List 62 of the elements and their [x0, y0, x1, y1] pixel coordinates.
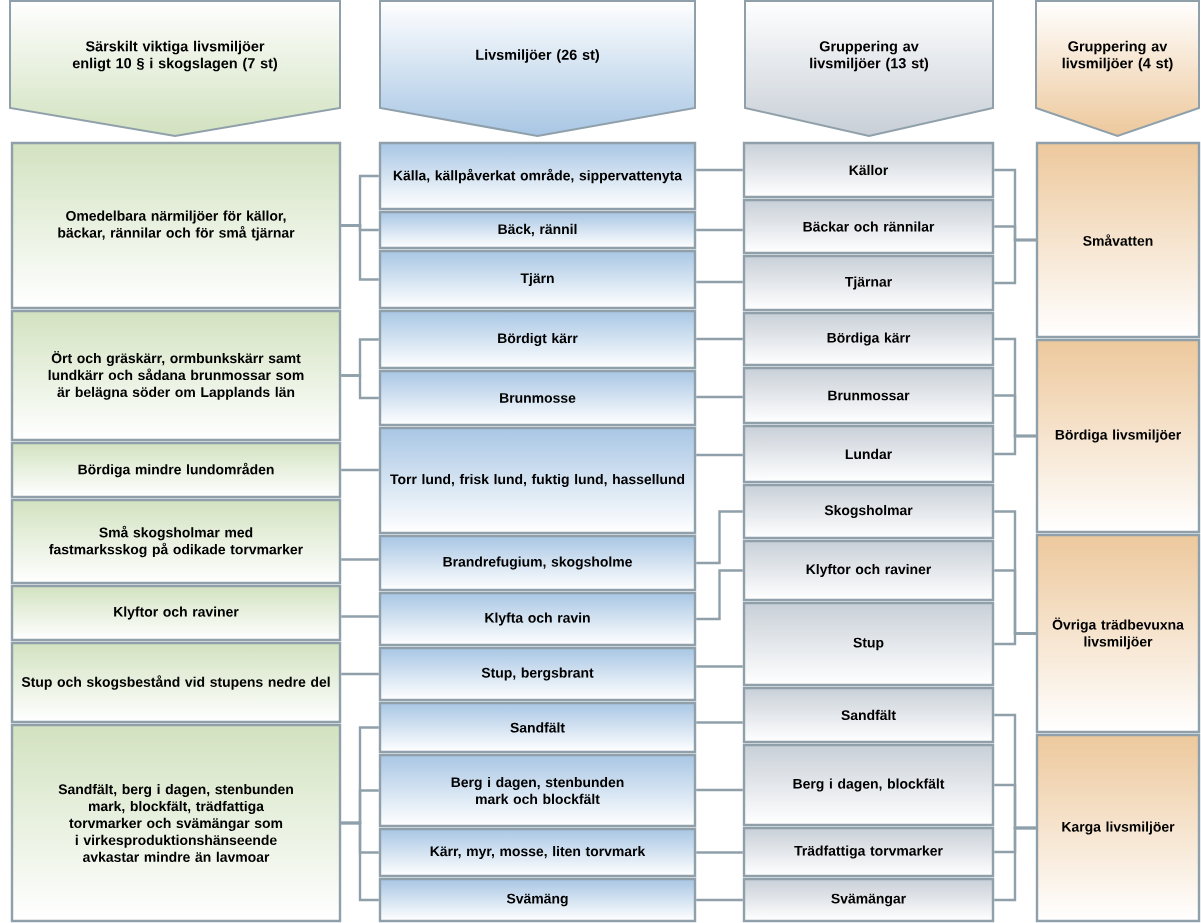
category-box: Klyftor och raviner: [10, 584, 342, 642]
category-box: Skogsholmar: [742, 483, 995, 540]
category-box: Klyftor och raviner: [742, 539, 995, 602]
connector-line: [696, 228, 743, 232]
category-box: Klyfta och ravin: [378, 591, 697, 647]
category-box: Övriga trädbevuxna livsmiljöer: [1035, 533, 1201, 734]
connector-line: [696, 337, 743, 341]
category-box: Bäck, rännil: [378, 210, 697, 250]
category-box: Brunmosse: [378, 369, 697, 427]
connector-line: [994, 632, 1036, 646]
connector-line: [994, 238, 1036, 285]
category-box: Bördiga mindre lundområden: [10, 441, 342, 499]
category-box: Små skogsholmar med fastmarksskog på odikade torvmarker: [10, 498, 342, 585]
category-box: Bördiga kärr: [742, 311, 995, 367]
category-box: Berg i dagen, stenbunden mark och blockfält: [378, 753, 697, 828]
connector-line: [696, 851, 743, 854]
connector-line: [696, 280, 743, 284]
connector-line: [994, 434, 1036, 456]
category-box: Källor: [742, 141, 995, 199]
category-box: Karga livsmiljöer: [1035, 733, 1201, 923]
connector-line: [696, 665, 743, 668]
category-box: Lundar: [742, 424, 995, 484]
category-box: Tjärn: [378, 249, 697, 310]
connector-line: [341, 224, 379, 281]
connector-line: [696, 788, 743, 792]
connector-line: [696, 721, 743, 724]
connector-line: [696, 510, 743, 565]
category-box: Källa, källpåverkat område, sippervattenyta: [378, 141, 697, 211]
connector-line: [341, 468, 379, 472]
column-heading: Livsmiljöer (26 st): [379, 0, 696, 137]
category-box: Stup och skogsbestånd vid stupens nedre del: [10, 641, 342, 724]
category-box: Brandrefugium, skogsholme: [378, 534, 697, 592]
connector-line: [341, 615, 379, 618]
category-box: Kärr, myr, mosse, liten torvmark: [378, 827, 697, 878]
category-box: Trädfattiga torvmarker: [742, 826, 995, 878]
category-box: Stup, bergsbrant: [378, 646, 697, 702]
category-box: Bäckar och rännilar: [742, 198, 995, 255]
category-box: Svämäng: [378, 877, 697, 923]
connector-line: [696, 898, 743, 902]
category-box: Småvatten: [1035, 141, 1201, 339]
category-box: Brunmossar: [742, 366, 995, 425]
category-box: Berg i dagen, blockfält: [742, 743, 995, 827]
column-heading: Särskilt viktiga livsmiljöer enligt 10 § i skogslagen (7 st): [9, 0, 341, 137]
category-box: Svämängar: [742, 877, 995, 923]
category-box: Sandfält: [742, 686, 995, 744]
category-box: Stup: [742, 601, 995, 687]
connector-line: [341, 558, 379, 561]
connector-line: [696, 168, 743, 172]
category-box: Bördiga livsmiljöer: [1035, 338, 1201, 534]
connector-line: [341, 821, 379, 902]
connector-line: [341, 374, 379, 400]
column-heading: Gruppering av livsmiljöer (13 st): [744, 0, 994, 138]
connector-line: [994, 826, 1036, 902]
connector-line: [341, 672, 379, 676]
connector-line: [696, 569, 743, 621]
column-heading: Gruppering av livsmiljöer (4 st): [1035, 0, 1200, 138]
connector-line: [696, 453, 743, 457]
category-box: Sandfält: [378, 701, 697, 754]
category-box: Omedelbara närmiljöer för källor, bäckar, rännilar och för små tjärnar: [10, 141, 342, 310]
category-box: Tjärnar: [742, 254, 995, 312]
category-box: Bördigt kärr: [378, 309, 697, 370]
connector-line: [696, 395, 743, 399]
